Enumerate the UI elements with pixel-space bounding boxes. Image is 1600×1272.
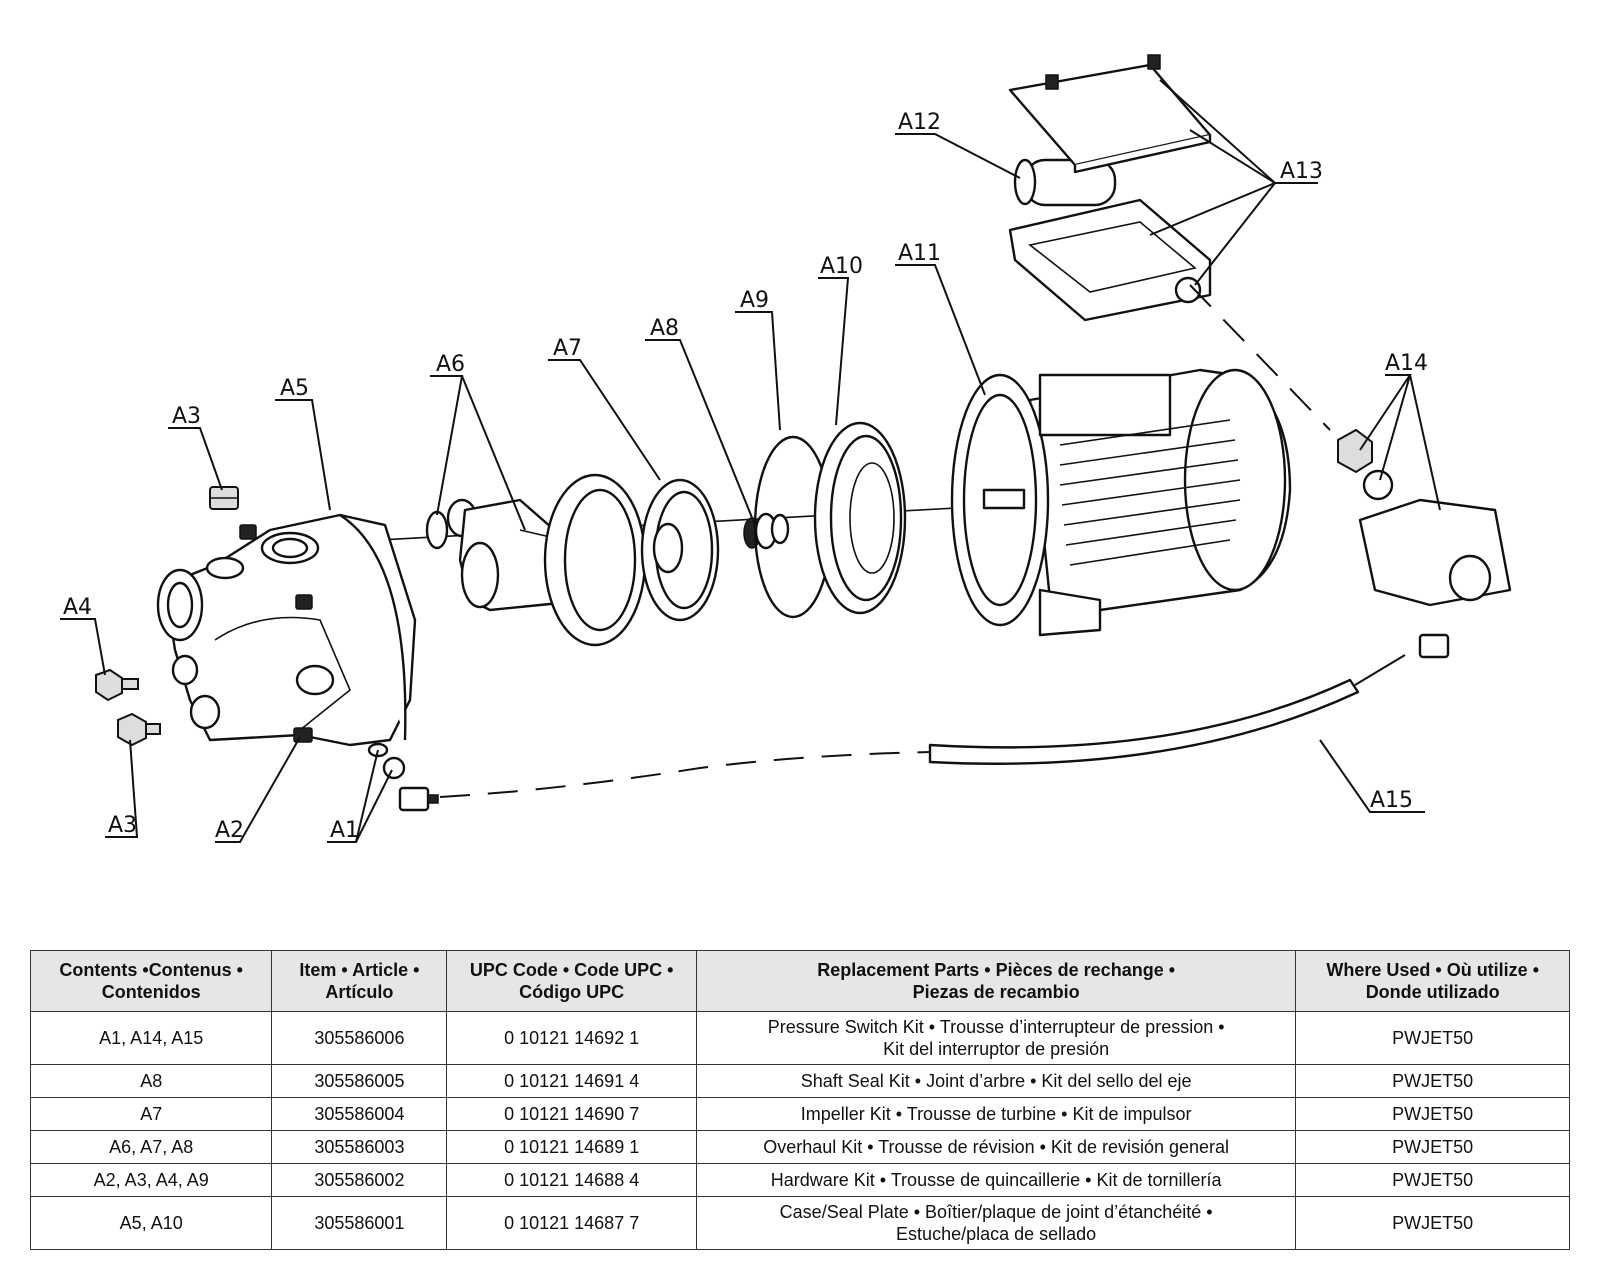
- cell-upc: 0 10121 14689 1: [446, 1130, 697, 1164]
- cell-where-used: PWJET50: [1295, 1163, 1570, 1197]
- pressure-switch-a14: [1337, 428, 1512, 659]
- cell-contents: A7: [29, 1097, 273, 1131]
- callout-a6: A6: [436, 352, 465, 377]
- cell-parts: Case/Seal Plate • Boîtier/plaque de join…: [695, 1196, 1297, 1250]
- header-upc: UPC Code • Code UPC •Código UPC: [446, 950, 697, 1012]
- cell-item: 305586005: [271, 1064, 448, 1098]
- cell-item: 305586001: [271, 1196, 448, 1250]
- callout-a13: A13: [1280, 159, 1323, 184]
- header-contents: Contents •Contenus •Contenidos: [29, 950, 273, 1012]
- shaft-seal-a8: [743, 512, 790, 550]
- cell-contents: A6, A7, A8: [29, 1130, 273, 1164]
- table-row: A1, A14, A15 305586006 0 10121 14692 1 P…: [29, 1011, 1570, 1065]
- plug-a3-top: [209, 486, 239, 510]
- motor-a11: [950, 368, 1292, 637]
- seal-plate-a10: [813, 421, 907, 615]
- cell-where-used: PWJET50: [1295, 1064, 1570, 1098]
- cell-item: 305586002: [271, 1163, 448, 1197]
- callout-a4: A4: [63, 595, 92, 620]
- callout-a3-bottom: A3: [108, 813, 137, 838]
- callout-a5: A5: [280, 376, 309, 401]
- capacitor-a12: [1013, 158, 1117, 207]
- cell-item: 305586003: [271, 1130, 448, 1164]
- table-row: A8 305586005 0 10121 14691 4 Shaft Seal …: [29, 1064, 1570, 1098]
- tube-a15: [439, 284, 1406, 798]
- callout-a9: A9: [740, 288, 769, 313]
- replacement-parts-table: Contents •Contenus •Contenidos Item • Ar…: [29, 950, 1570, 1250]
- cell-parts: Hardware Kit • Trousse de quincaillerie …: [695, 1163, 1297, 1197]
- table-row: A2, A3, A4, A9 305586002 0 10121 14688 4…: [29, 1163, 1570, 1197]
- header-item: Item • Article •Artículo: [271, 950, 448, 1012]
- leader-lines: [60, 79, 1441, 843]
- cell-parts: Overhaul Kit • Trousse de révision • Kit…: [695, 1130, 1297, 1164]
- cell-parts: Impeller Kit • Trousse de turbine • Kit …: [695, 1097, 1297, 1131]
- cell-parts: Shaft Seal Kit • Joint d’arbre • Kit del…: [695, 1064, 1297, 1098]
- bolt-a4: [95, 668, 139, 702]
- callout-a2: A2: [215, 818, 244, 843]
- callout-a3-top: A3: [172, 404, 201, 429]
- cell-contents: A8: [29, 1064, 273, 1098]
- cell-upc: 0 10121 14687 7: [446, 1196, 697, 1250]
- header-where-used: Where Used • Où utilize •Donde utilizado: [1295, 950, 1570, 1012]
- callout-a7: A7: [553, 336, 582, 361]
- callout-a15: A15: [1370, 788, 1413, 813]
- callout-a14: A14: [1385, 351, 1428, 376]
- cell-item: 305586004: [271, 1097, 448, 1131]
- cell-item: 305586006: [271, 1011, 448, 1065]
- callout-a1: A1: [330, 818, 359, 843]
- oring-a1: [367, 742, 439, 812]
- header-replacement-parts: Replacement Parts • Pièces de rechange •…: [695, 950, 1297, 1012]
- cell-where-used: PWJET50: [1295, 1011, 1570, 1065]
- table-row: A7 305586004 0 10121 14690 7 Impeller Ki…: [29, 1097, 1570, 1131]
- callout-a8: A8: [650, 316, 679, 341]
- cell-contents: A1, A14, A15: [29, 1011, 273, 1065]
- cell-upc: 0 10121 14690 7: [446, 1097, 697, 1131]
- callout-a10: A10: [820, 254, 863, 279]
- cell-upc: 0 10121 14691 4: [446, 1064, 697, 1098]
- cell-where-used: PWJET50: [1295, 1196, 1570, 1250]
- cell-contents: A5, A10: [29, 1196, 273, 1250]
- table-row: A6, A7, A8 305586003 0 10121 14689 1 Ove…: [29, 1130, 1570, 1164]
- plug-a3-bottom: [117, 712, 161, 747]
- pump-casing-a5: [156, 513, 417, 747]
- cell-upc: 0 10121 14688 4: [446, 1163, 697, 1197]
- impeller-a7: [640, 478, 720, 622]
- table-row: A5, A10 305586001 0 10121 14687 7 Case/S…: [29, 1196, 1570, 1250]
- callout-a12: A12: [898, 110, 941, 135]
- cell-parts: Pressure Switch Kit • Trousse d’interrup…: [695, 1011, 1297, 1065]
- cell-where-used: PWJET50: [1295, 1130, 1570, 1164]
- cell-where-used: PWJET50: [1295, 1097, 1570, 1131]
- exploded-pump-diagram: A1 A2 A3 A3 A4 A5 A6 A7 A8 A9 A10 A11 A1…: [60, 54, 1512, 843]
- cell-contents: A2, A3, A4, A9: [29, 1163, 273, 1197]
- cell-upc: 0 10121 14692 1: [446, 1011, 697, 1065]
- callout-a11: A11: [898, 241, 941, 266]
- bolt-a2: [239, 524, 313, 743]
- impeller-housing: [543, 473, 647, 647]
- table-header-row: Contents •Contenus •Contenidos Item • Ar…: [29, 950, 1570, 1012]
